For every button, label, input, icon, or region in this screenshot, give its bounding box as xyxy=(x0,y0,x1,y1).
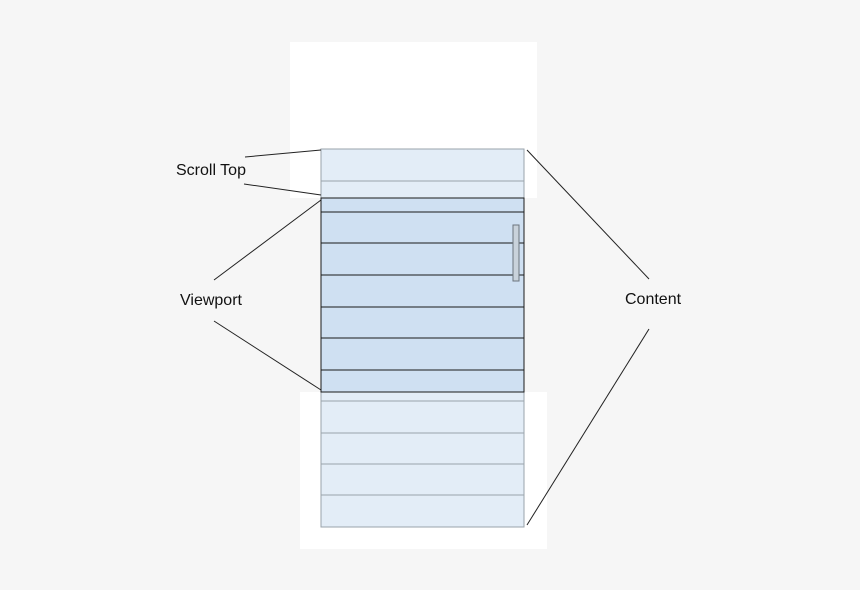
content-block-bottom xyxy=(320,391,525,528)
content-label: Content xyxy=(625,291,682,308)
scroll-top-leader-upper xyxy=(244,149,322,158)
content-column xyxy=(320,148,525,528)
leader-lines xyxy=(213,149,650,526)
content-leader-upper xyxy=(526,149,650,280)
viewport-frame xyxy=(320,197,525,393)
viewport-leader-lower xyxy=(213,320,322,391)
viewport xyxy=(320,197,525,393)
scroll-top-label: Scroll Top xyxy=(176,162,246,179)
content-leader-lower xyxy=(526,328,650,526)
viewport-label: Viewport xyxy=(180,292,243,309)
scroll-top-leader-lower xyxy=(243,183,322,196)
viewport-leader-upper xyxy=(213,199,322,281)
content-block-top xyxy=(320,148,525,199)
scrollbar-thumb[interactable] xyxy=(512,224,520,282)
